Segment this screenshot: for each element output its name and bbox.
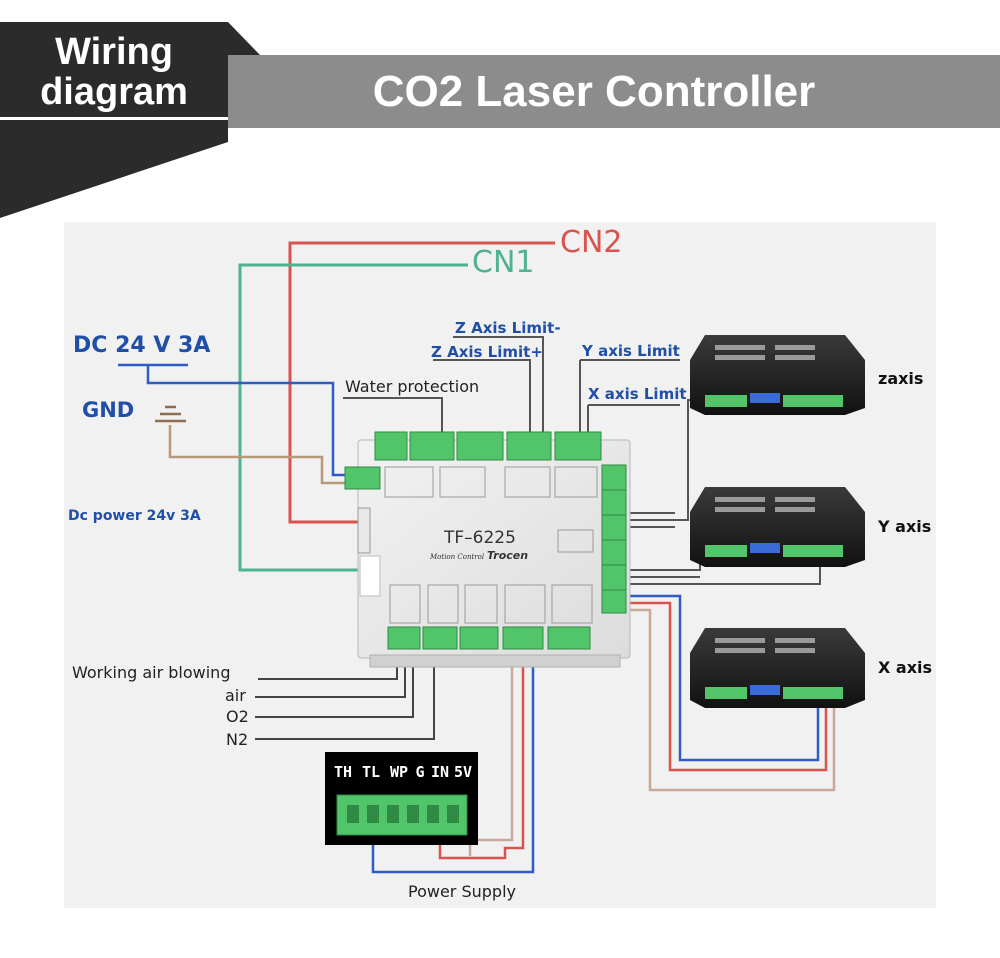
x-axis-wires	[625, 594, 836, 792]
banner-title: CO2 Laser Controller	[372, 67, 816, 116]
header-badge	[0, 22, 260, 218]
controller-brand: Trocen	[487, 549, 528, 562]
power-supply-wires	[371, 648, 535, 874]
psu-terminal-tl: TL	[362, 763, 380, 781]
cn2-label: CN2	[560, 225, 622, 260]
gnd-symbol	[155, 405, 186, 423]
psu-terminal-g: G	[415, 763, 424, 781]
z-axis-limit-plus-label: Z Axis Limit+	[431, 343, 543, 361]
dc24-wire	[118, 363, 352, 477]
water-protection-label: Water protection	[345, 377, 479, 396]
dc-power-label: Dc power 24v 3A	[68, 508, 201, 524]
driver-zaxis	[690, 335, 865, 415]
driver-x-axis	[690, 628, 865, 708]
gnd-wire	[168, 425, 352, 485]
badge-title: Wiring diagram	[0, 32, 228, 112]
psu-terminal-5v: 5V	[454, 763, 472, 781]
x-axis-limit-label: X axis Limit	[588, 385, 687, 403]
n2-label: N2	[226, 730, 248, 749]
power-supply-label: Power Supply	[408, 882, 516, 901]
psu-terminal-th: TH	[334, 763, 352, 781]
driver-y-axis	[690, 487, 865, 567]
banner	[228, 55, 1000, 128]
y-axis-label: Y axis	[877, 517, 931, 536]
y-axis-limit-label: Y axis Limit	[581, 342, 680, 360]
power-supply-terminal: TH TL WP G IN 5V	[325, 752, 478, 845]
working-air-label: Working air blowing	[72, 663, 230, 682]
label-leaders	[343, 336, 680, 438]
cn1-label: CN1	[472, 245, 534, 280]
badge-line-1: Wiring	[55, 31, 173, 73]
gnd-label: GND	[82, 398, 134, 422]
air-label: air	[225, 686, 246, 705]
controller-brand-small: Motion Control	[429, 553, 484, 561]
controller-board: TF–6225 Motion Control Trocen	[344, 431, 631, 668]
o2-label: O2	[226, 707, 249, 726]
psu-terminal-in: IN	[431, 763, 449, 781]
dc24-label: DC 24 V 3A	[73, 333, 210, 358]
psu-terminal-wp: WP	[390, 763, 408, 781]
controller-model: TF–6225	[443, 528, 516, 548]
z-axis-limit-minus-label: Z Axis Limit-	[455, 319, 561, 337]
cn1-wire	[238, 263, 468, 572]
badge-line-2: diagram	[40, 71, 188, 113]
zaxis-label: zaxis	[878, 369, 923, 388]
x-axis-label: X axis	[878, 658, 932, 677]
